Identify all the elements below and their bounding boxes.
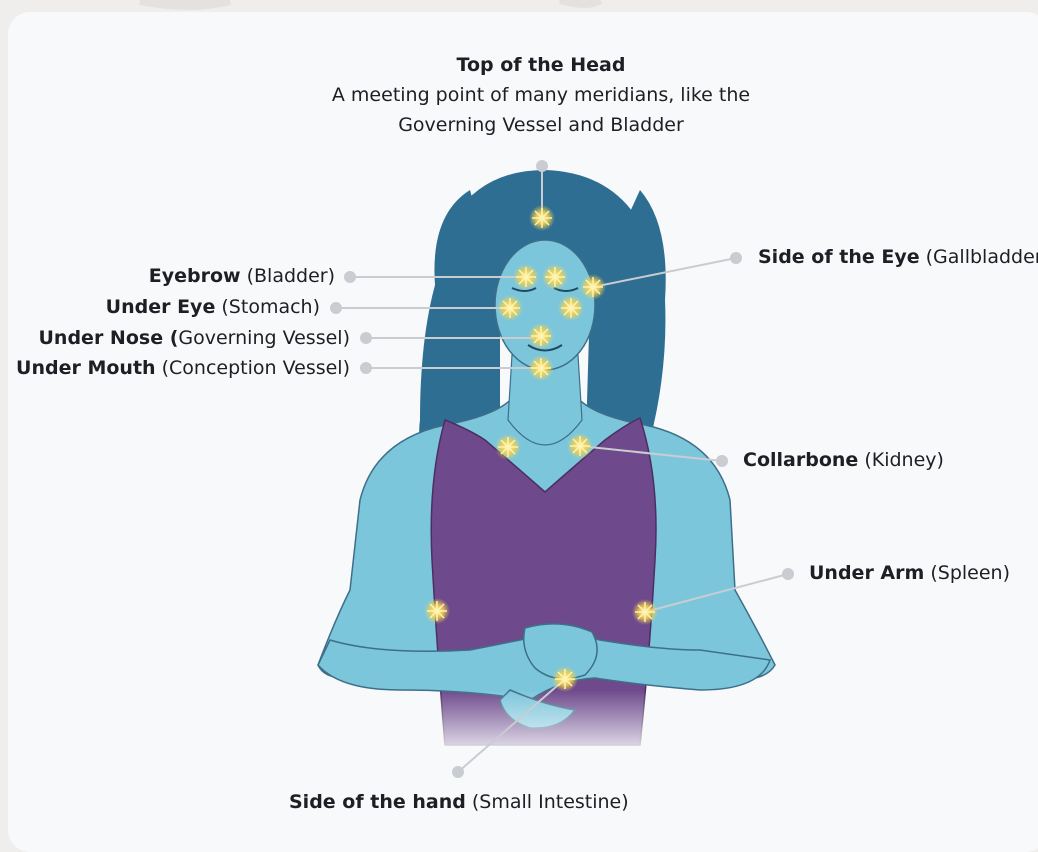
header-desc-line2: Governing Vessel and Bladder bbox=[0, 110, 1038, 140]
point-under-mouth bbox=[528, 355, 554, 381]
point-side-eye bbox=[580, 274, 606, 300]
label-under-nose: Under Nose (Governing Vessel) bbox=[39, 326, 351, 350]
label-collarbone: Collarbone (Kidney) bbox=[743, 448, 944, 472]
label-under-eye: Under Eye (Stomach) bbox=[106, 295, 320, 319]
point-under-eye-left bbox=[497, 295, 523, 321]
label-side-hand: Side of the hand (Small Intestine) bbox=[289, 790, 629, 814]
point-eyebrow-right bbox=[542, 264, 568, 290]
header-title: Top of the Head bbox=[0, 50, 1038, 80]
point-eyebrow-left bbox=[513, 264, 539, 290]
point-under-arm-right bbox=[632, 599, 658, 625]
label-side-eye: Side of the Eye (Gallbladder) bbox=[758, 245, 1038, 269]
point-top-head bbox=[529, 205, 555, 231]
point-side-hand bbox=[552, 666, 578, 692]
point-collarbone-left bbox=[495, 434, 521, 460]
point-under-eye-right bbox=[558, 295, 584, 321]
label-under-mouth: Under Mouth (Conception Vessel) bbox=[16, 356, 350, 380]
label-eyebrow: Eyebrow (Bladder) bbox=[149, 264, 335, 288]
label-under-arm: Under Arm (Spleen) bbox=[809, 561, 1010, 585]
point-under-arm-left bbox=[424, 598, 450, 624]
point-collarbone-right bbox=[567, 433, 593, 459]
point-under-nose bbox=[528, 323, 554, 349]
header-desc-line1: A meeting point of many meridians, like … bbox=[0, 80, 1038, 110]
